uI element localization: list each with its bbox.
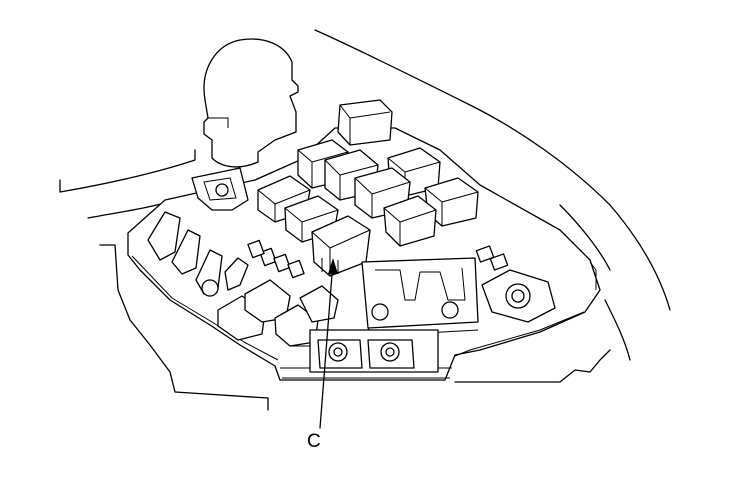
- callout-c: C: [307, 258, 338, 452]
- right-terminal: [481, 269, 556, 323]
- left-fuse-section: [147, 211, 249, 297]
- fuse-holder-bracket: [191, 167, 249, 211]
- mini-fuse-row: [247, 239, 509, 279]
- upper-component: [203, 38, 299, 168]
- relay-c: [311, 215, 371, 277]
- engine-bay-context: [59, 29, 671, 411]
- relay-1: [337, 99, 393, 146]
- relay-group: [257, 99, 479, 277]
- relay-9: [383, 195, 437, 247]
- callout-c-leader: [319, 261, 334, 429]
- battery-terminal-block: [280, 329, 452, 379]
- callout-c-label: C: [307, 431, 321, 452]
- maxi-fuse-blocks: [217, 279, 339, 347]
- callout-c-arrowhead: [328, 258, 338, 274]
